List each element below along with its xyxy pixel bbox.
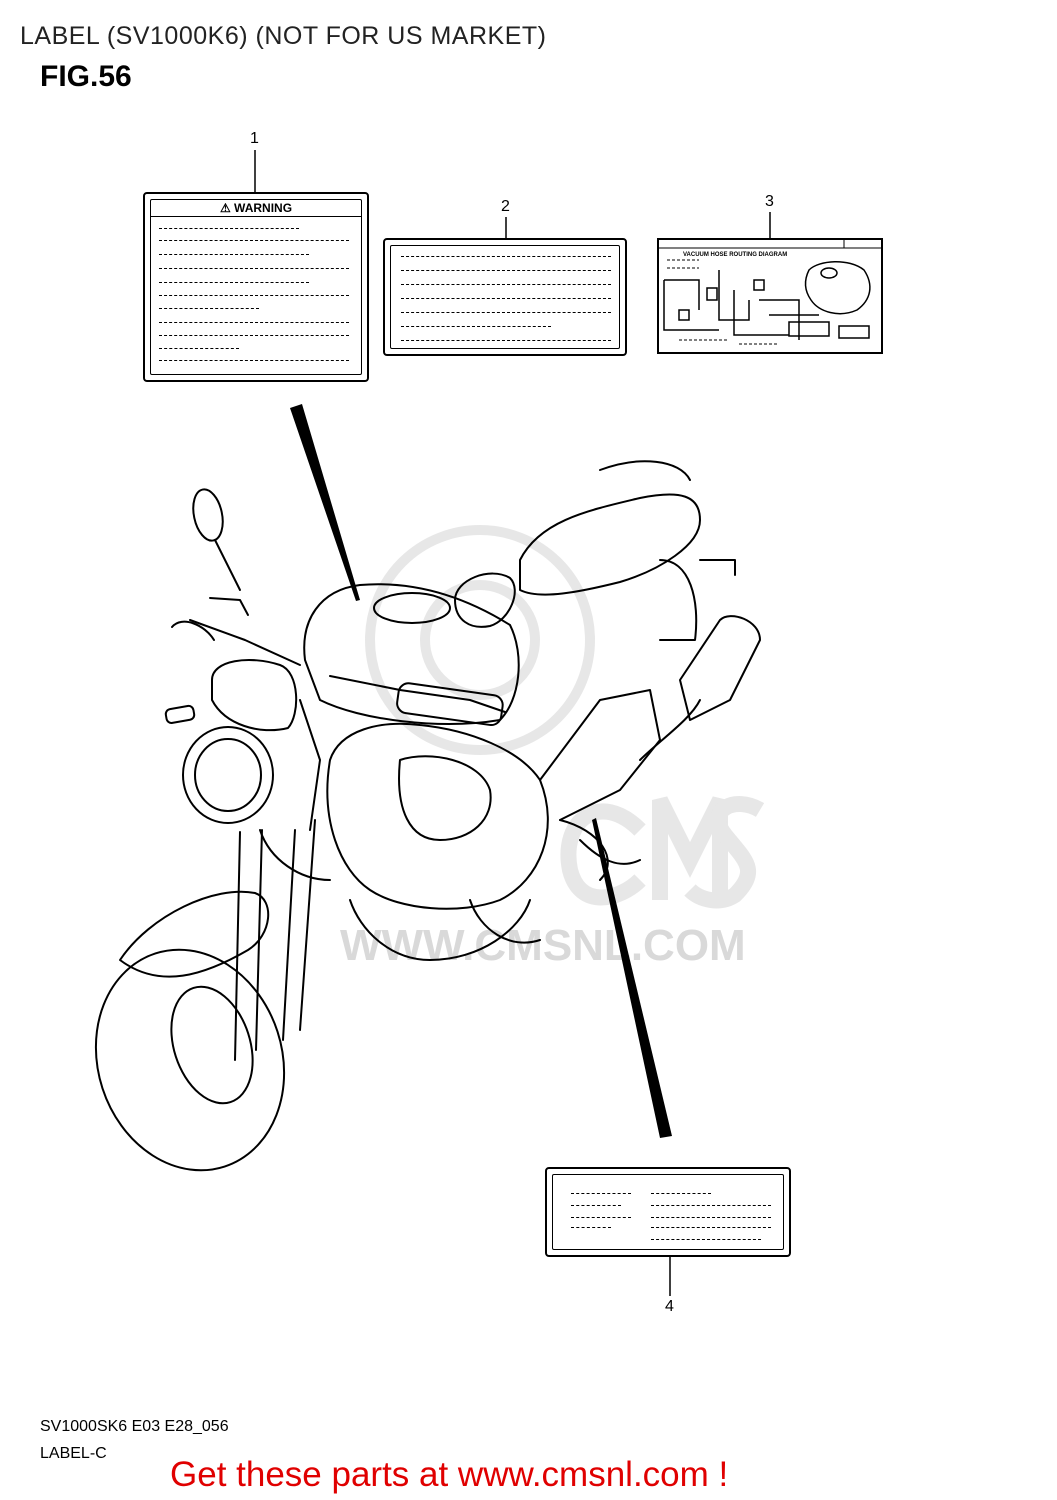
label-2-frame <box>390 245 620 349</box>
label-1-warning: ⚠ WARNING <box>143 192 369 382</box>
vacuum-hose-heading: VACUUM HOSE ROUTING DIAGRAM <box>683 252 788 258</box>
part-number-3: 3 <box>765 193 774 210</box>
part-number-1: 1 <box>250 130 259 147</box>
label-4 <box>545 1167 791 1257</box>
figure-number: FIG.56 <box>40 60 132 93</box>
watermark-letters <box>560 796 765 909</box>
page-title: LABEL (SV1000K6) (NOT FOR US MARKET) <box>20 22 547 50</box>
warning-triangle-icon: ⚠ <box>219 201 231 215</box>
part-number-2: 2 <box>501 198 510 215</box>
watermark-logo <box>365 525 595 755</box>
label-1-frame <box>150 199 362 375</box>
warning-heading: WARNING <box>234 201 293 215</box>
diagram-code: SV1000SK6 E03 E28_056 <box>40 1418 229 1435</box>
leader-wedge-lower <box>592 818 672 1138</box>
vacuum-hose-schematic <box>659 240 881 345</box>
cta-link[interactable]: Get these parts at www.cmsnl.com ! <box>170 1455 729 1494</box>
label-2 <box>383 238 627 356</box>
warning-header: ⚠ WARNING <box>151 200 361 217</box>
label-3-vacuum-hose: VACUUM HOSE ROUTING DIAGRAM <box>657 238 883 354</box>
part-number-4: 4 <box>665 1298 674 1315</box>
watermark-text: WWW.CMSNL.COM <box>340 921 746 970</box>
diagram-name: LABEL-C <box>40 1445 107 1462</box>
motorcycle-drawing <box>94 460 761 1172</box>
label-4-frame <box>552 1174 784 1250</box>
leader-wedge-upper <box>290 404 360 601</box>
